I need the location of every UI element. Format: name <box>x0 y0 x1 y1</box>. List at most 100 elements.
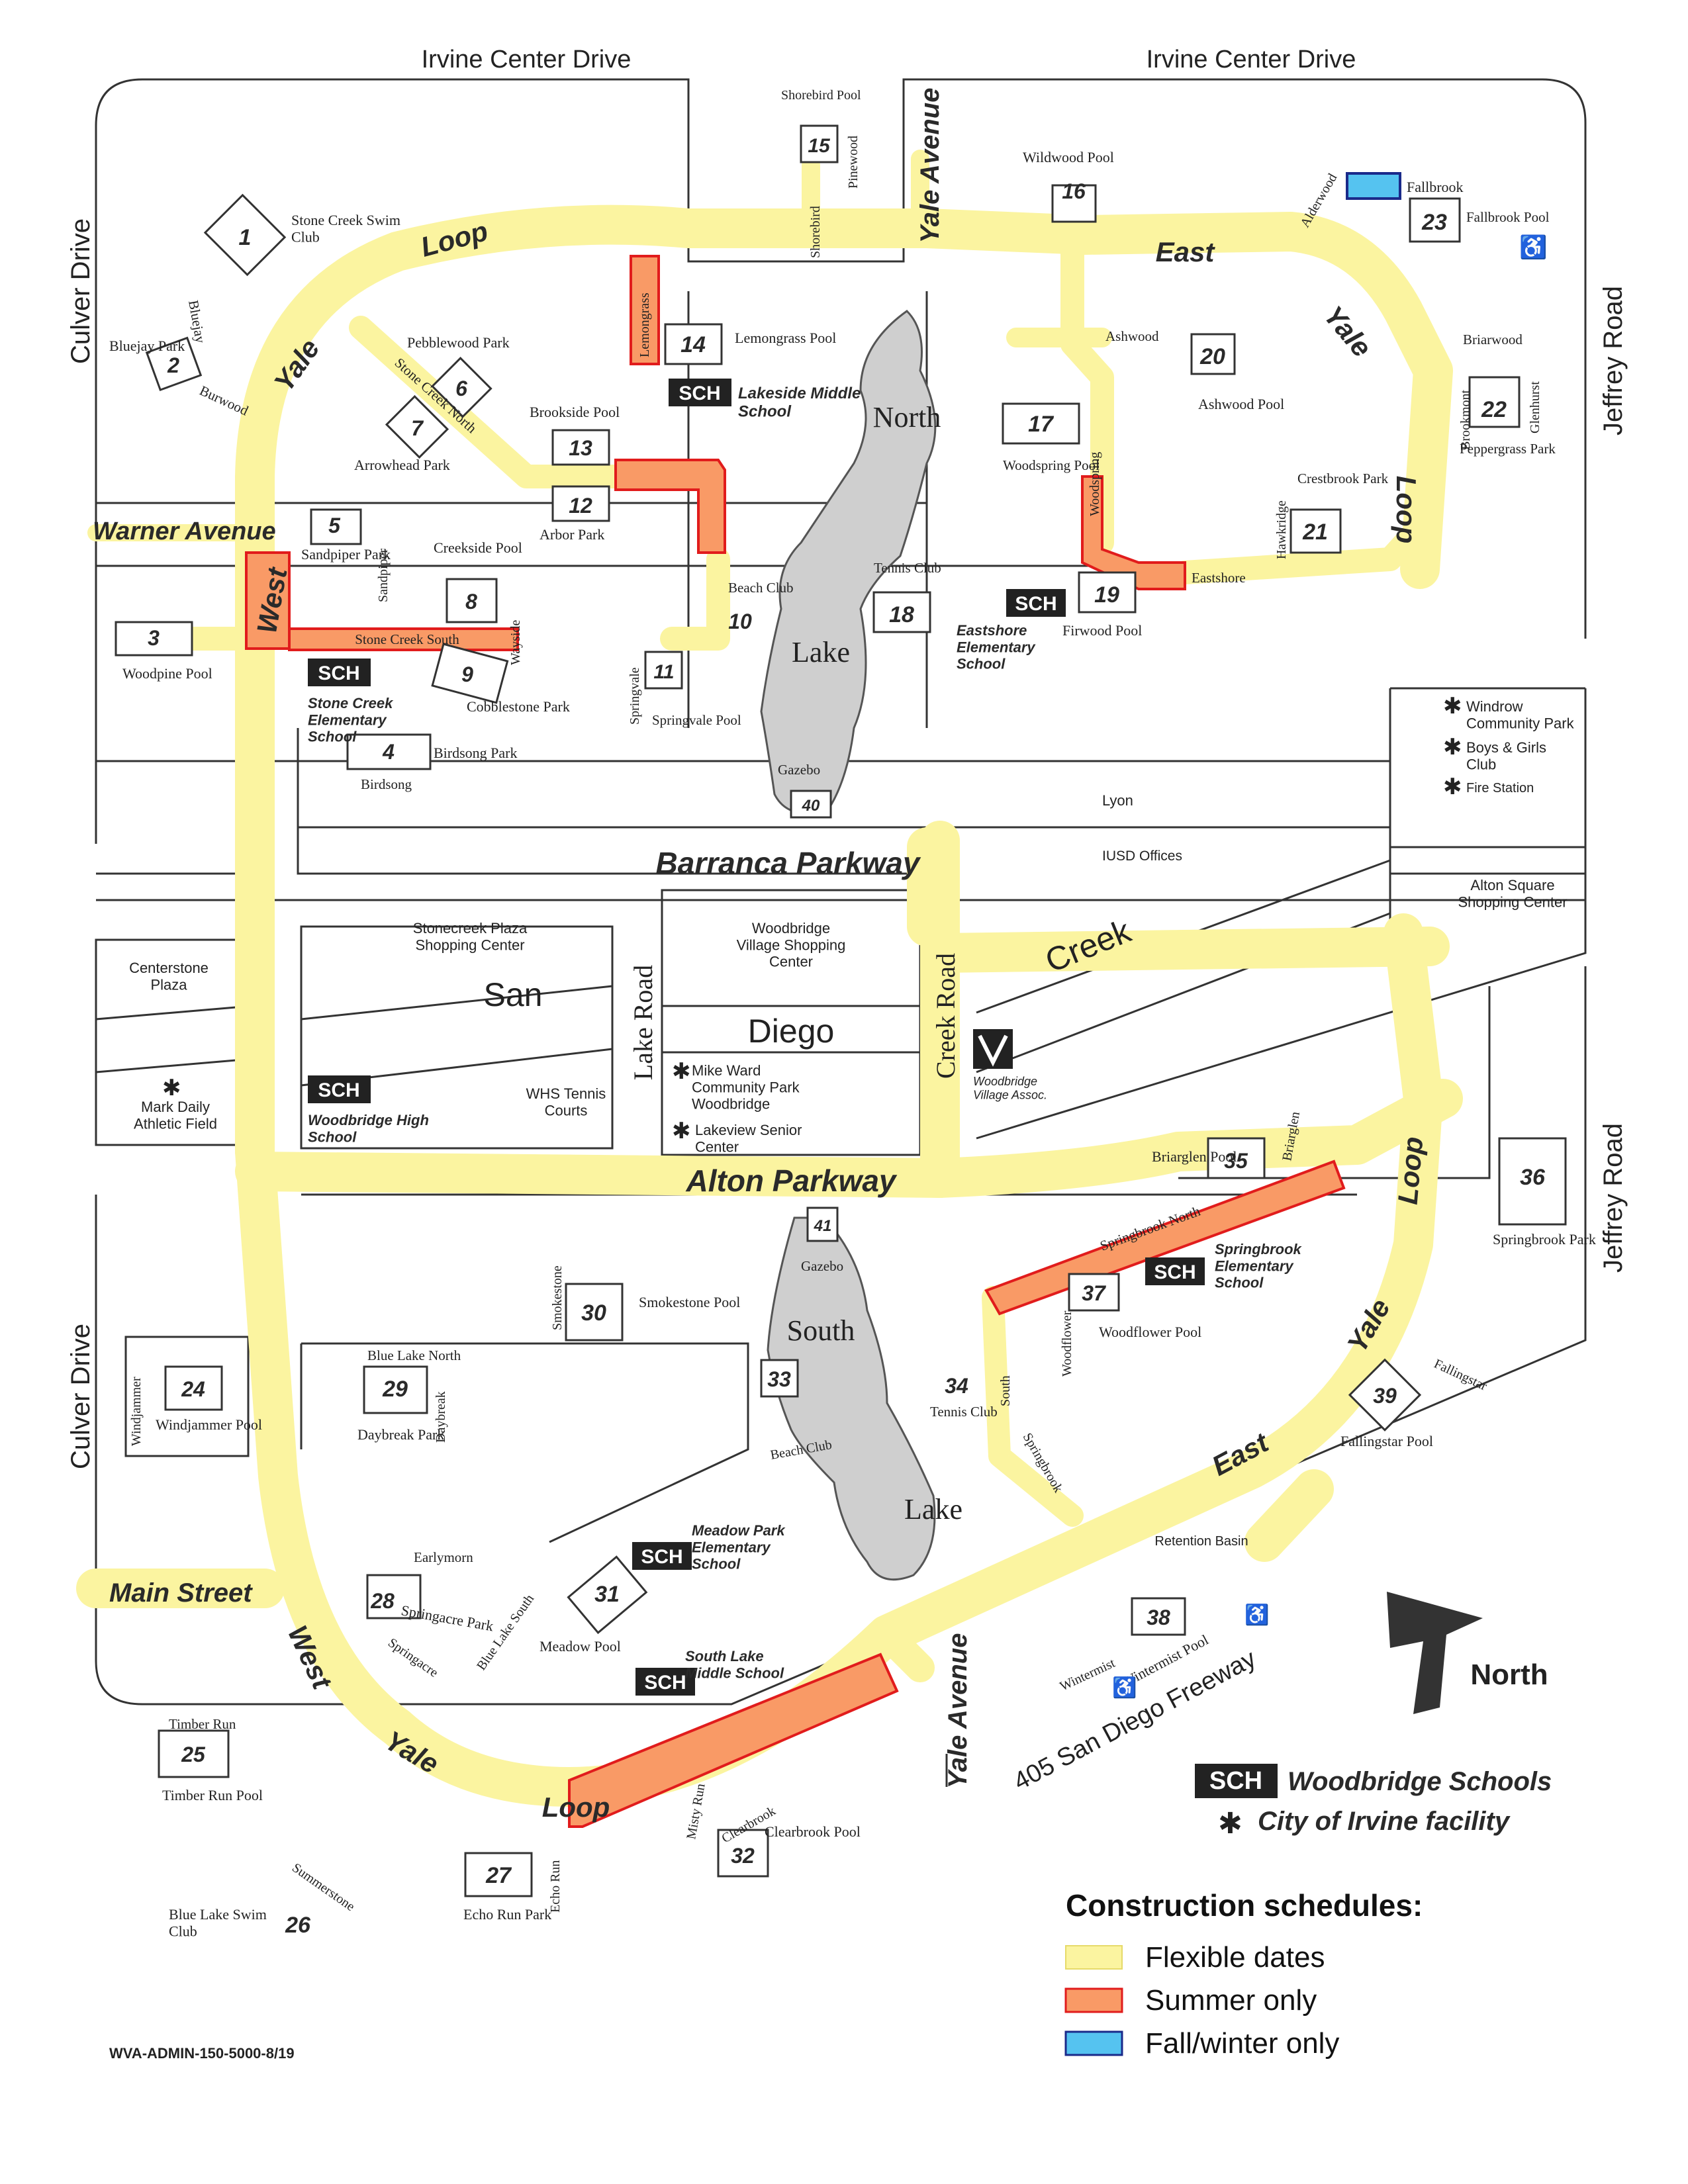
street-springbrook-south-1: South <box>998 1375 1013 1406</box>
street-ashwood: Ashwood <box>1105 328 1159 344</box>
street-timber-run: Timber Run <box>169 1716 236 1732</box>
star-icon: ✱ <box>162 1075 181 1101</box>
irvine-center-left: Irvine Center Drive <box>422 46 632 73</box>
pool-13-name: Brookside Pool <box>530 404 620 420</box>
fall-roads <box>1346 172 1401 200</box>
pool-4-name: Birdsong Park <box>434 745 518 761</box>
street-fallingstar: Fallingstar <box>1432 1357 1489 1394</box>
star-icon: ✱ <box>1218 1807 1243 1840</box>
pool-11-name: Springvale Pool <box>652 712 741 728</box>
pool-40-name: Gazebo <box>778 762 820 778</box>
pool-18-name: Tennis Club <box>874 560 941 576</box>
west-segment <box>245 551 291 650</box>
jeffrey-top: Jeffrey Road <box>1599 286 1628 435</box>
pool-8-num: 8 <box>465 590 477 614</box>
pool-2-name: Bluejay Park <box>109 338 185 354</box>
svg-text:SCH: SCH <box>641 1546 682 1568</box>
pool-10-num: 10 <box>728 610 752 633</box>
street-wayside: Wayside <box>508 620 523 665</box>
pool-36-name: Springbrook Park <box>1493 1231 1596 1248</box>
pool-1-num: 1 <box>239 225 252 250</box>
south-lake-1: South <box>787 1314 855 1347</box>
stone-creek-north-road <box>349 316 628 488</box>
street-summerstone: Summerstone <box>289 1860 357 1914</box>
pool-26-num: 26 <box>285 1913 311 1938</box>
pool-41-num: 41 <box>814 1217 832 1235</box>
lemongrass-segment <box>630 255 660 365</box>
south-lake-2: Lake <box>904 1493 962 1525</box>
place-iusd: IUSD Offices <box>1102 848 1182 864</box>
legend-flexible-swatch <box>1065 1945 1123 1970</box>
north-lake-1: North <box>873 401 941 433</box>
pool-22-name: Peppergrass Park <box>1460 441 1556 457</box>
pool-19-num: 19 <box>1094 582 1119 608</box>
pool-41-name: Gazebo <box>801 1258 843 1274</box>
culver-top: Culver Drive <box>66 218 95 364</box>
street-shorebird: Shorebird <box>808 206 823 258</box>
fallbrook-segment <box>1346 172 1401 200</box>
pool-34-num: 34 <box>945 1374 968 1398</box>
legend-summer-label: Summer only <box>1145 1984 1317 2017</box>
pool-31-name: Meadow Pool <box>539 1638 621 1655</box>
map-outlines <box>95 78 1587 1787</box>
stone-creek-ne-tail <box>660 547 730 651</box>
main-street: Main Street <box>109 1578 253 1608</box>
pool-11-num: 11 <box>653 661 674 683</box>
footer-code: WVA-ADMIN-150-5000-8/19 <box>109 2045 295 2062</box>
street-woodspring: Woodspring <box>1088 452 1102 516</box>
stone-creek-south-segment <box>288 627 519 651</box>
star-icon: ✱ <box>1443 774 1462 799</box>
pool-40-num: 40 <box>802 797 820 815</box>
pool-14-num: 14 <box>680 332 706 357</box>
alton-parkway: Alton Parkway <box>686 1163 898 1198</box>
legend-city-label: City of Irvine facility <box>1258 1807 1511 1836</box>
pool-2-num: 2 <box>167 353 179 377</box>
street-stone-creek-south: Stone Creek South <box>355 631 459 647</box>
star-icon: ✱ <box>672 1059 691 1084</box>
pool-3-name: Woodpine Pool <box>122 665 212 682</box>
north-arrow-icon <box>1387 1592 1483 1714</box>
pool-29-num: 29 <box>382 1377 408 1402</box>
diego-label: Diego <box>748 1013 835 1050</box>
star-icon: ✱ <box>672 1118 691 1144</box>
pool-31-num: 31 <box>594 1582 620 1607</box>
wva-logo-icon <box>973 1029 1013 1069</box>
street-lyon: Lyon <box>1102 792 1133 809</box>
pool-36-num: 36 <box>1520 1165 1546 1190</box>
pool-27-name: Echo Run Park <box>463 1906 551 1923</box>
yale-ave-south <box>872 1620 935 1682</box>
pool-34-name: Tennis Club <box>930 1404 998 1420</box>
pool-4-num: 4 <box>382 740 395 764</box>
pool-16-name: Wildwood Pool <box>1023 149 1114 165</box>
pool-17-num: 17 <box>1028 412 1055 437</box>
pool-25-name: Timber Run Pool <box>162 1787 263 1803</box>
loop-segment <box>568 1653 899 1828</box>
pool-14-name: Lemongrass Pool <box>735 330 836 346</box>
pool-29-name: Daybreak Park <box>357 1426 444 1443</box>
svg-text:SCH: SCH <box>644 1672 686 1694</box>
loop-sw: Loop <box>542 1792 610 1823</box>
yale-avenue-bottom: Yale Avenue <box>943 1633 972 1789</box>
east-connector <box>1244 1469 1334 1562</box>
pool-24-num: 24 <box>181 1377 205 1401</box>
loop-north-road <box>235 205 1453 1171</box>
star-icon: ✱ <box>1443 694 1462 719</box>
svg-text:SCH: SCH <box>318 662 359 684</box>
